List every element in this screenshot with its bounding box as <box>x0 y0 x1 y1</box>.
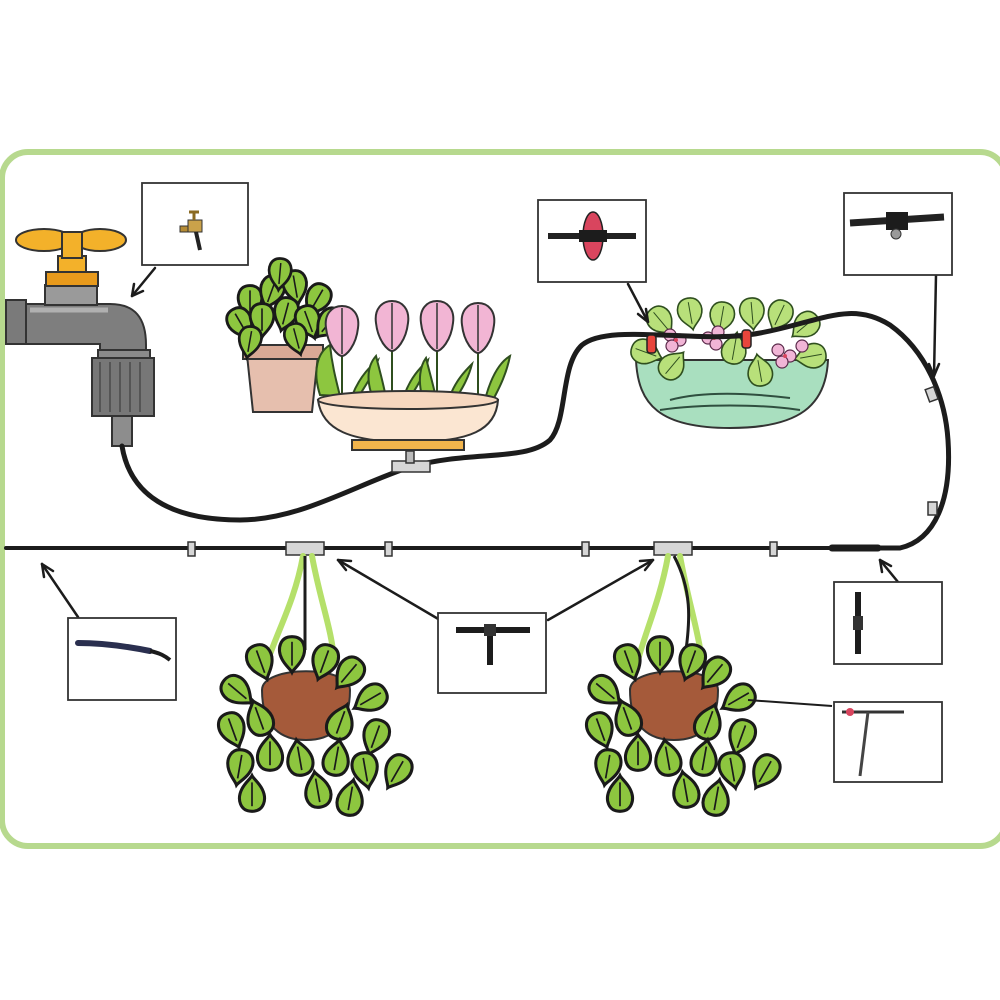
component-end-plug <box>833 581 943 665</box>
hose-clip-icon <box>849 212 945 240</box>
component-hose-clip <box>843 192 953 276</box>
component-tee-connector <box>437 612 547 694</box>
hanging-basket-left <box>213 553 419 819</box>
component-straight-connector <box>67 617 177 701</box>
feeder-tube <box>119 311 952 551</box>
faucet <box>5 228 155 447</box>
component-faucet-adapter <box>141 182 249 266</box>
end-plug-icon <box>853 592 863 654</box>
drip-tubing <box>4 311 952 552</box>
drip-stake-icon <box>842 708 904 777</box>
tulip-planter <box>315 299 512 451</box>
hanging-basket-right <box>581 553 787 819</box>
inline-filters-on-tube <box>646 329 752 354</box>
ivy-pot <box>221 256 350 413</box>
faucet-adapter-icon <box>179 210 203 251</box>
inline-filter-icon <box>548 211 636 261</box>
component-inline-filter <box>537 199 647 283</box>
straight-connector-icon <box>75 640 172 662</box>
tubing-fittings <box>187 385 940 557</box>
callout-arrows <box>40 266 941 622</box>
component-drip-stake <box>833 701 943 783</box>
violet-planter <box>626 295 830 430</box>
tee-connector-icon <box>456 624 530 665</box>
drip-stake-feed-line <box>747 699 833 707</box>
